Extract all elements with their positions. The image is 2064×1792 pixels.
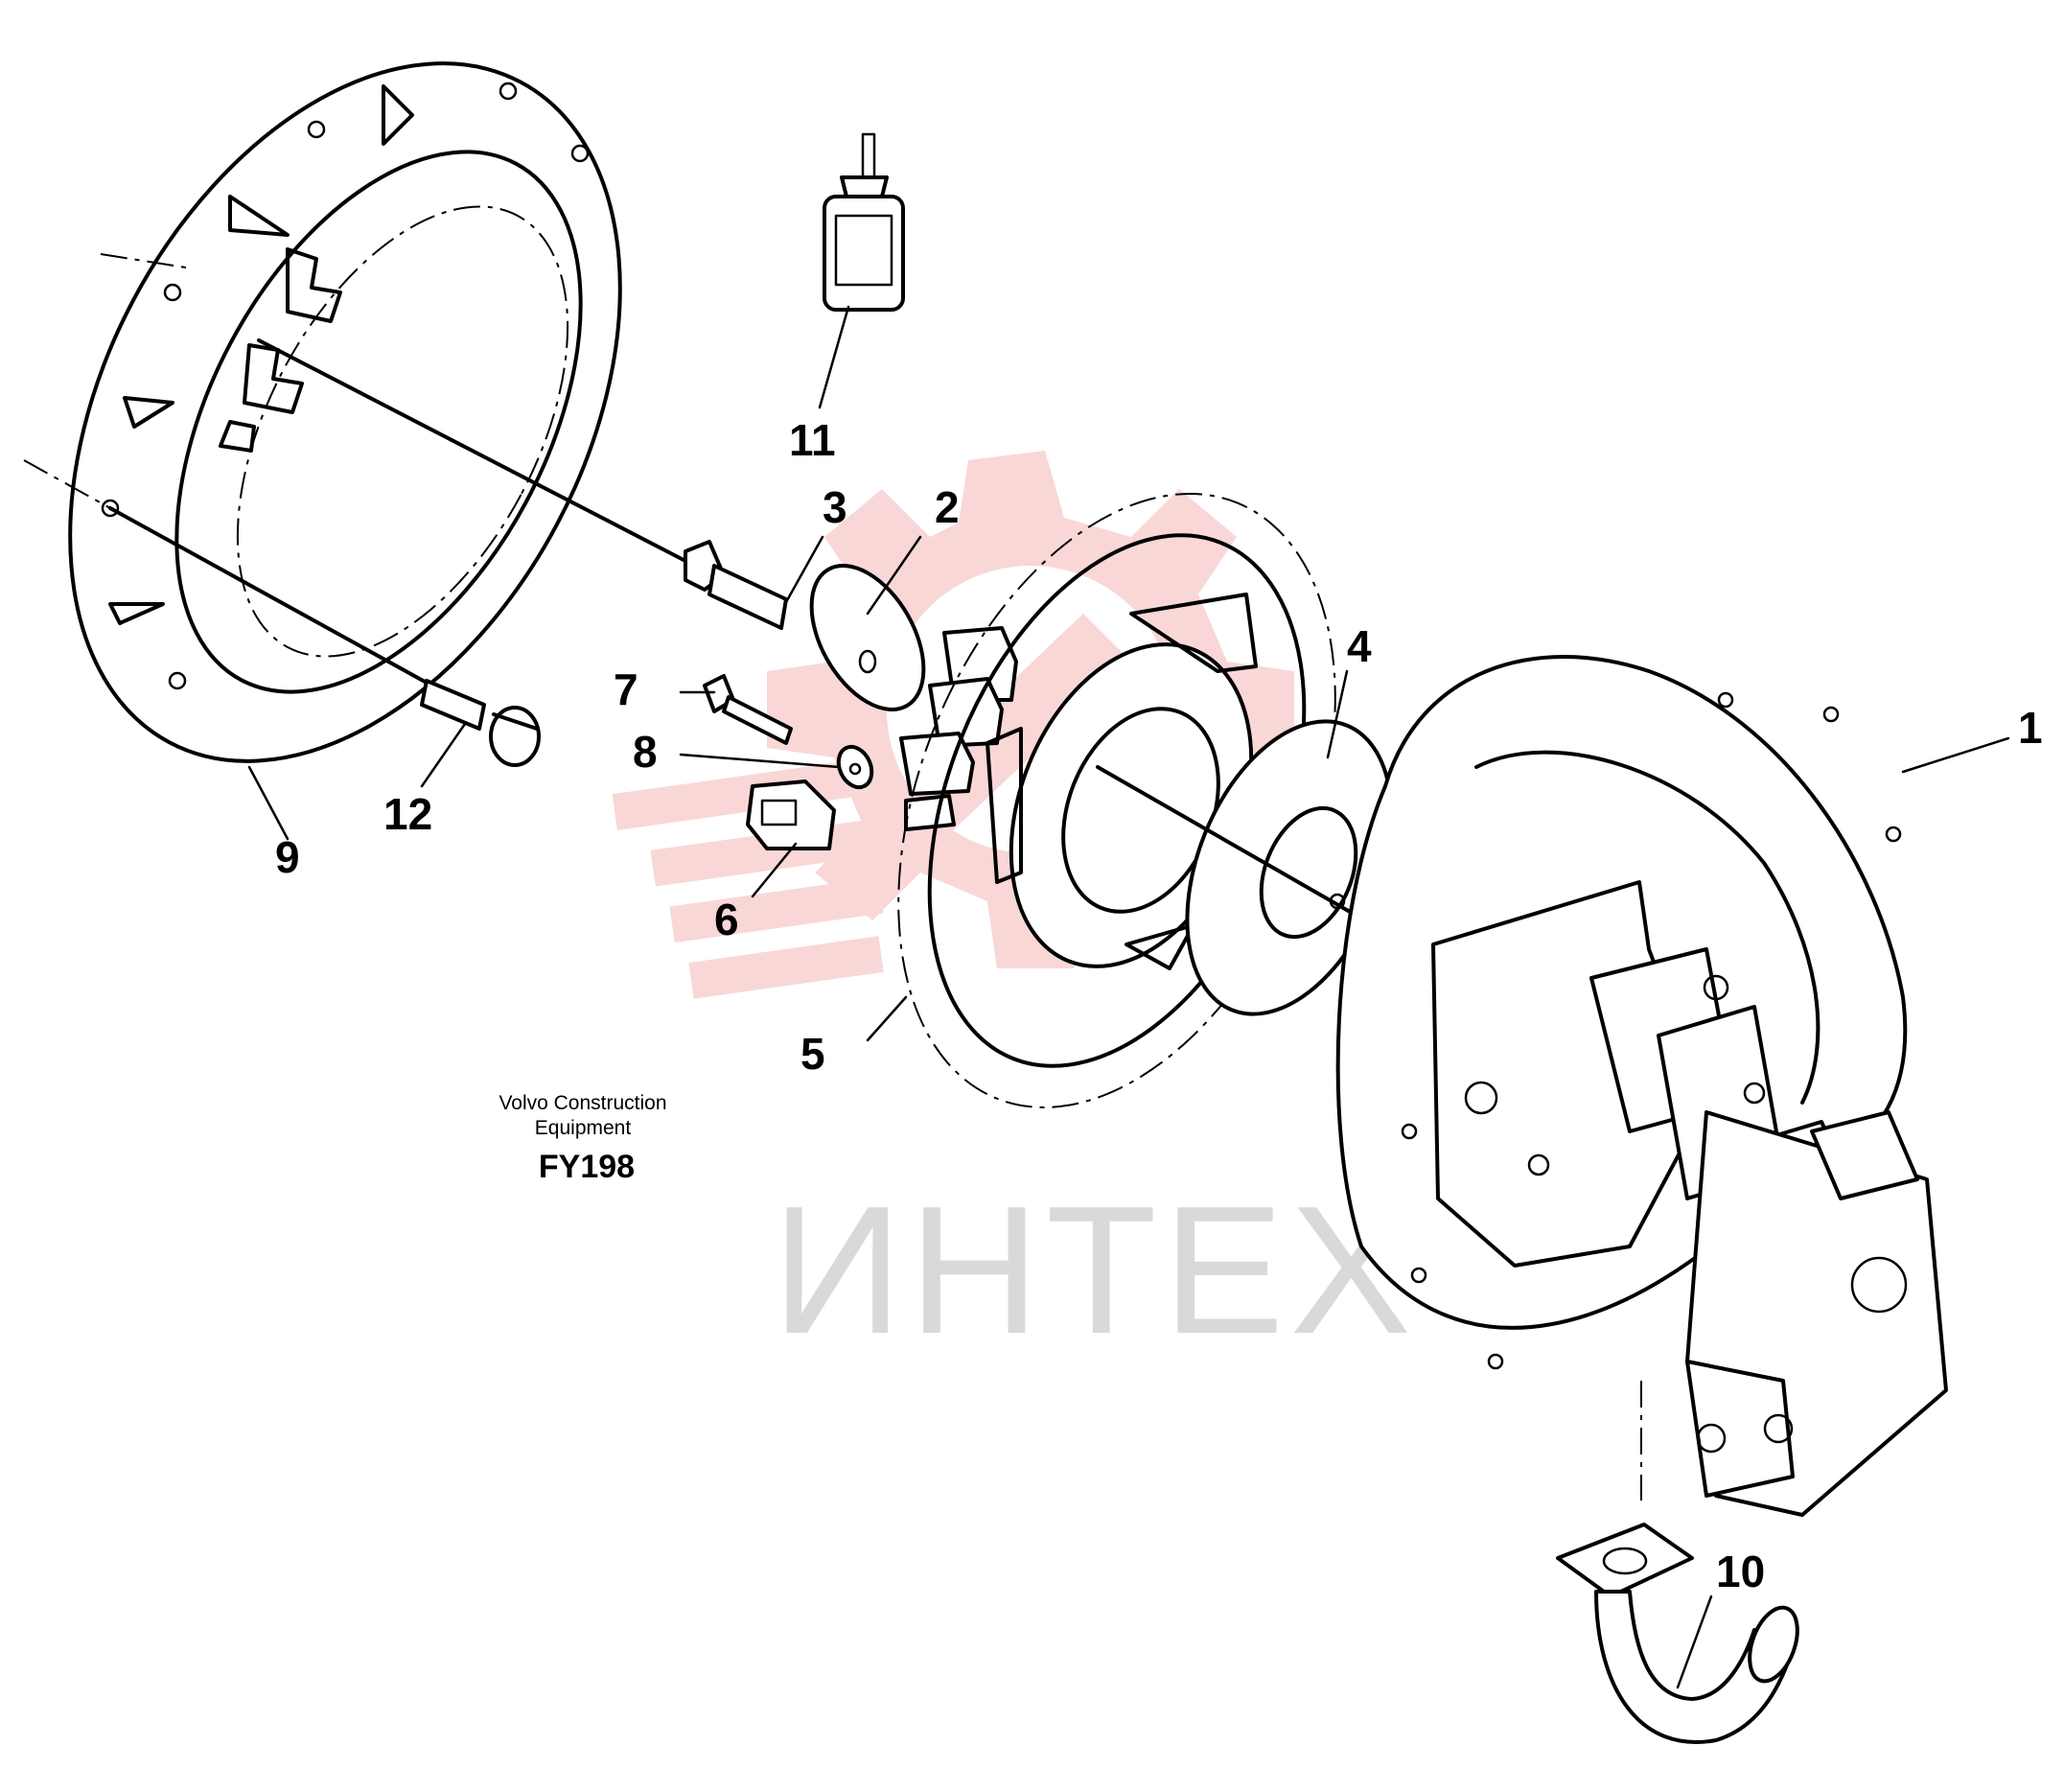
watermark-text: ИНТЕХ (772, 1169, 1417, 1372)
callout-1: 1 (2018, 703, 2043, 753)
credit-line-2: Equipment (535, 1117, 632, 1139)
axis-line-hub (1096, 765, 1392, 937)
leader-part-12-axis (108, 506, 429, 685)
part-8-washer (836, 744, 874, 790)
callout-2: 2 (935, 482, 960, 532)
callout-9: 9 (275, 832, 300, 882)
figure-code: FY198 (539, 1149, 635, 1185)
credit-line-1: Volvo Construction (499, 1092, 666, 1114)
callout-3: 3 (823, 482, 847, 532)
axis-line-bolt-3 (257, 338, 687, 563)
leader-lines (247, 305, 2010, 1689)
callout-labels: 1 2 3 4 5 6 7 8 9 10 11 12 (275, 415, 2043, 1596)
callout-12: 12 (383, 789, 432, 839)
callout-4: 4 (1347, 621, 1372, 671)
callout-11: 11 (789, 415, 836, 465)
part-1-hydraulic-pump (1335, 655, 1948, 1517)
callout-5: 5 (800, 1029, 825, 1079)
part-11-adhesive-bottle (823, 132, 905, 312)
credit-block: Volvo Construction Equipment FY198 (499, 1092, 666, 1185)
callout-10: 10 (1716, 1547, 1765, 1596)
callout-6: 6 (714, 895, 739, 944)
callout-7: 7 (614, 664, 638, 714)
part-10-elbow-pipe (1556, 1381, 1799, 1744)
callout-8: 8 (633, 727, 658, 777)
part-3-bolt (684, 540, 788, 630)
part-9-flywheel-housing (23, 61, 622, 763)
part-2-washer (809, 564, 926, 711)
part-7-bolt (703, 674, 793, 745)
part-12-bolt (420, 679, 541, 767)
